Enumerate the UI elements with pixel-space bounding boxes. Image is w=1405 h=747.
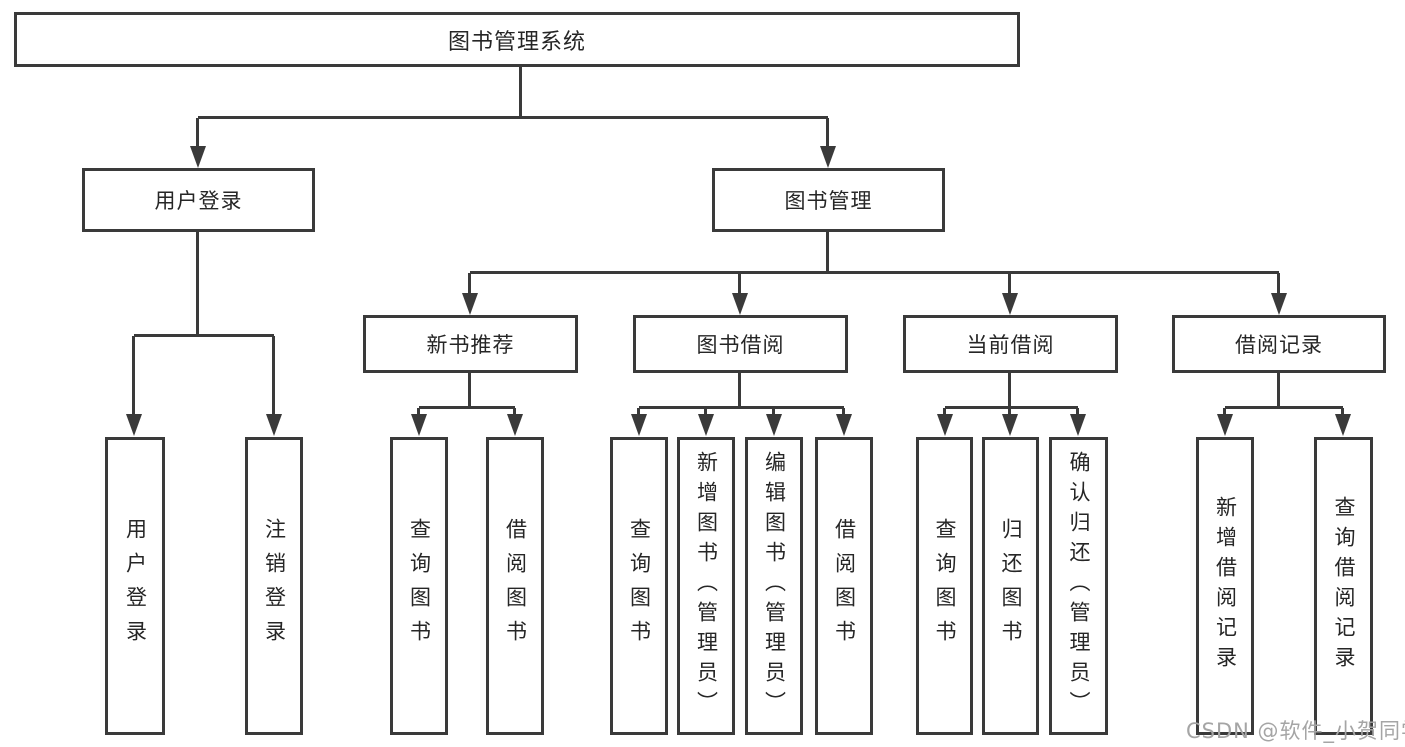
node-new-book-recommend: 新书推荐 xyxy=(363,315,578,373)
leaf-edit-book-admin-label: 编辑图书（管理员） xyxy=(762,451,787,721)
arrow-down-g4-leaf1 xyxy=(937,414,953,436)
connector-to-leaf-logout xyxy=(272,336,275,418)
connector-to-current-borrow xyxy=(1008,273,1011,297)
node-new-book-recommend-label: 新书推荐 xyxy=(426,333,515,357)
leaf-add-book-admin: 新增图书（管理员） xyxy=(677,437,735,735)
arrow-down-book-management xyxy=(820,146,836,168)
leaf-user-login-label: 用户登录 xyxy=(123,518,148,654)
leaf-borrow-books-borrow: 借阅图书 xyxy=(815,437,873,735)
node-book-management-label: 图书管理 xyxy=(784,189,873,213)
connector-g4-leaf1 xyxy=(943,408,946,418)
connector-to-book-borrow xyxy=(738,273,741,297)
leaf-borrow-books-borrow-label: 借阅图书 xyxy=(832,518,857,654)
connector-new-book-recommend-distribution xyxy=(419,406,515,409)
arrow-down-g3-leaf1 xyxy=(631,414,647,436)
leaf-query-books-recommend: 查询图书 xyxy=(390,437,448,735)
connector-borrow-records-stem xyxy=(1277,373,1280,408)
connector-root-distribution xyxy=(198,116,828,119)
leaf-return-book-label: 归还图书 xyxy=(999,518,1023,654)
leaf-user-login: 用户登录 xyxy=(105,437,165,735)
leaf-borrow-books-recommend-label: 借阅图书 xyxy=(503,518,528,654)
connector-to-new-book-recommend xyxy=(468,273,471,297)
leaf-query-books-borrow-label: 查询图书 xyxy=(627,518,652,654)
connector-user-login-stem xyxy=(196,232,199,336)
arrow-down-borrow-records xyxy=(1271,293,1287,315)
leaf-query-borrow-record: 查询借阅记录 xyxy=(1314,437,1373,735)
arrow-down-g5-leaf2 xyxy=(1335,414,1351,436)
arrow-down-g4-leaf2 xyxy=(1002,414,1018,436)
leaf-confirm-return-admin-label: 确认归还（管理员） xyxy=(1067,451,1091,721)
arrow-down-user-login xyxy=(190,146,206,168)
node-current-borrow-label: 当前借阅 xyxy=(966,333,1055,357)
connector-g3-leaf2 xyxy=(704,408,707,418)
leaf-add-book-admin-label: 新增图书（管理员） xyxy=(694,451,719,721)
node-book-management: 图书管理 xyxy=(712,168,945,232)
connector-g3-leaf1 xyxy=(637,408,640,418)
csdn-watermark: CSDN @软件_小贺同学 xyxy=(1186,719,1405,743)
connector-g2-leaf2 xyxy=(513,408,516,418)
connector-current-borrow-stem xyxy=(1008,373,1011,408)
connector-book-borrow-stem xyxy=(738,373,741,408)
leaf-query-borrow-record-label: 查询借阅记录 xyxy=(1332,496,1356,676)
leaf-query-books-recommend-label: 查询图书 xyxy=(407,518,432,654)
node-root-label: 图书管理系统 xyxy=(447,29,586,55)
leaf-confirm-return-admin: 确认归还（管理员） xyxy=(1049,437,1108,735)
leaf-query-books-current-label: 查询图书 xyxy=(933,518,957,654)
leaf-return-book: 归还图书 xyxy=(982,437,1039,735)
leaf-query-books-current: 查询图书 xyxy=(916,437,973,735)
leaf-logout: 注销登录 xyxy=(245,437,303,735)
leaf-add-borrow-record: 新增借阅记录 xyxy=(1196,437,1254,735)
connector-to-leaf-user-login xyxy=(132,336,135,418)
connector-to-user-login xyxy=(196,118,199,150)
arrow-down-g2-leaf1 xyxy=(411,414,427,436)
arrow-down-new-book-recommend xyxy=(462,293,478,315)
connector-borrow-records-distribution xyxy=(1225,406,1343,409)
connector-to-borrow-records xyxy=(1277,273,1280,297)
node-root: 图书管理系统 xyxy=(14,12,1020,67)
leaf-borrow-books-recommend: 借阅图书 xyxy=(486,437,544,735)
connector-g2-leaf1 xyxy=(417,408,420,418)
connector-current-borrow-distribution xyxy=(945,406,1078,409)
arrow-down-g2-leaf2 xyxy=(507,414,523,436)
connector-g5-leaf2 xyxy=(1341,408,1344,418)
arrow-down-leaf-logout xyxy=(266,414,282,436)
node-book-borrow-label: 图书借阅 xyxy=(696,333,785,357)
arrow-down-g3-leaf4 xyxy=(836,414,852,436)
arrow-down-g3-leaf3 xyxy=(766,414,782,436)
leaf-add-borrow-record-label: 新增借阅记录 xyxy=(1213,496,1238,676)
arrow-down-g5-leaf1 xyxy=(1217,414,1233,436)
connector-root-stem xyxy=(519,67,522,118)
arrow-down-leaf-user-login xyxy=(126,414,142,436)
connector-book-management-distribution xyxy=(470,271,1279,274)
leaf-logout-label: 注销登录 xyxy=(262,518,287,654)
node-user-login: 用户登录 xyxy=(82,168,315,232)
connector-new-book-recommend-stem xyxy=(468,373,471,408)
connector-g3-leaf4 xyxy=(842,408,845,418)
connector-g4-leaf3 xyxy=(1076,408,1079,418)
connector-book-borrow-distribution xyxy=(639,406,844,409)
connector-to-book-management xyxy=(826,118,829,150)
arrow-down-g3-leaf2 xyxy=(698,414,714,436)
connector-g4-leaf2 xyxy=(1008,408,1011,418)
leaf-query-books-borrow: 查询图书 xyxy=(610,437,668,735)
connector-g5-leaf1 xyxy=(1223,408,1226,418)
node-borrow-records-label: 借阅记录 xyxy=(1235,333,1323,357)
arrow-down-current-borrow xyxy=(1002,293,1018,315)
arrow-down-book-borrow xyxy=(732,293,748,315)
node-current-borrow: 当前借阅 xyxy=(903,315,1118,373)
connector-user-login-distribution xyxy=(134,334,274,337)
connector-book-management-stem xyxy=(826,232,829,273)
arrow-down-g4-leaf3 xyxy=(1070,414,1086,436)
node-book-borrow: 图书借阅 xyxy=(633,315,848,373)
connector-g3-leaf3 xyxy=(772,408,775,418)
node-borrow-records: 借阅记录 xyxy=(1172,315,1386,373)
leaf-edit-book-admin: 编辑图书（管理员） xyxy=(745,437,803,735)
node-user-login-label: 用户登录 xyxy=(154,189,243,213)
